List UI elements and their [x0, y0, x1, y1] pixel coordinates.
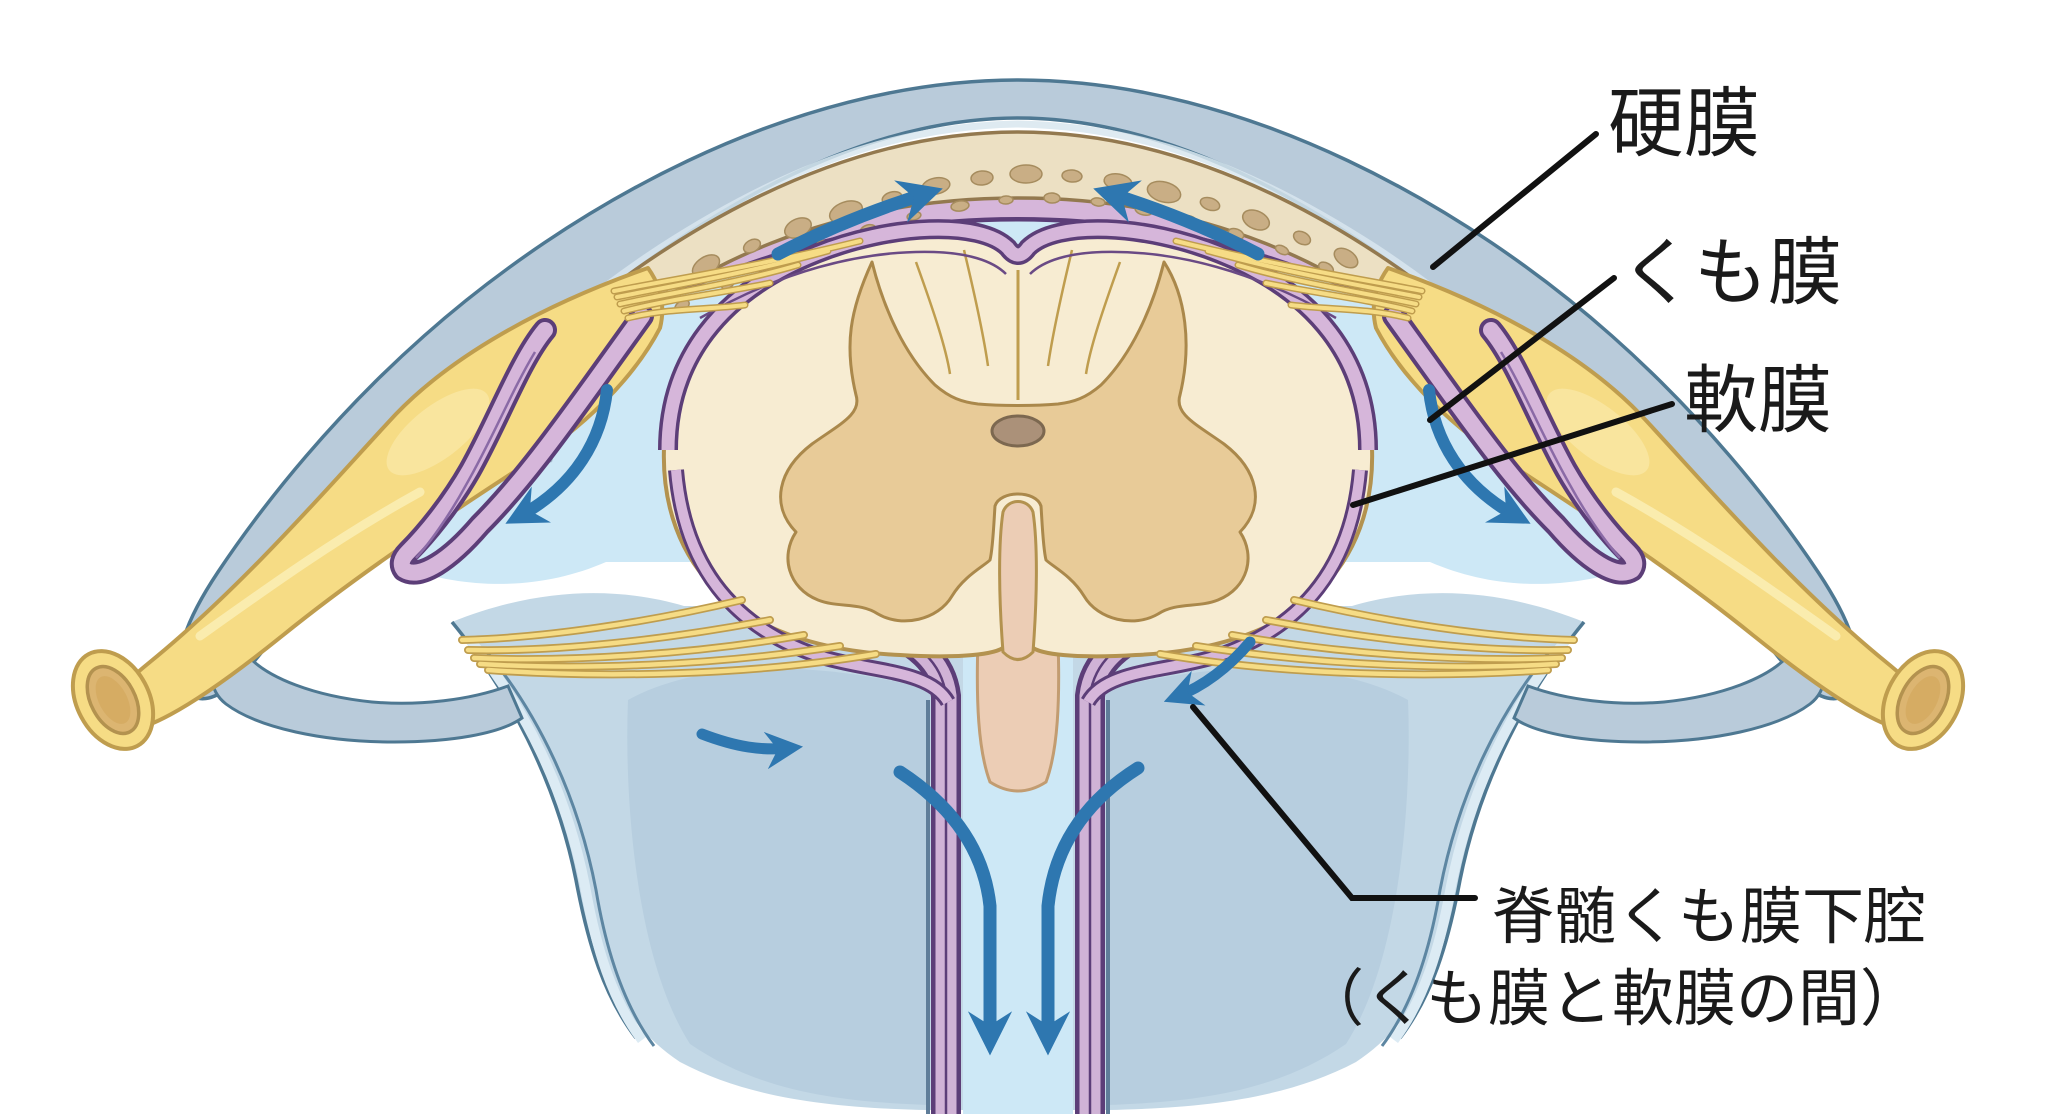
label-dura: 硬膜	[1608, 79, 1760, 168]
label-subarachnoid-line2: （くも膜と軟膜の間）	[1302, 962, 1922, 1035]
label-pia: 軟膜	[1684, 358, 1832, 444]
csf-arrow-under-cord-right	[1163, 636, 1256, 706]
csf-arrow-descending-right	[1025, 761, 1145, 1056]
csf-arrow-descending-left	[893, 765, 1013, 1056]
leader-pia	[1350, 401, 1675, 508]
csf-arrow-under-cord-left	[696, 728, 804, 770]
leader-subarachnoid	[1190, 704, 1478, 901]
anterior-median-fissure	[998, 500, 1038, 661]
cord-ventral-column	[975, 610, 1061, 793]
label-subarachnoid-line1: 脊髄くも膜下腔	[1492, 880, 1926, 953]
leader-lines	[1190, 131, 1675, 901]
central-canal	[990, 414, 1046, 448]
leader-arachnoid	[1427, 275, 1617, 423]
csf-flow-arrows	[696, 636, 1256, 1056]
leader-dura	[1430, 131, 1599, 270]
subdural-column-right	[1106, 668, 1409, 1105]
label-arachnoid: くも膜	[1620, 230, 1842, 316]
subdural-column-left	[627, 668, 930, 1105]
labels: 硬膜 くも膜 軟膜 脊髄くも膜下腔 （くも膜と軟膜の間）	[1302, 79, 1926, 1035]
spinal-cord	[661, 229, 1375, 661]
